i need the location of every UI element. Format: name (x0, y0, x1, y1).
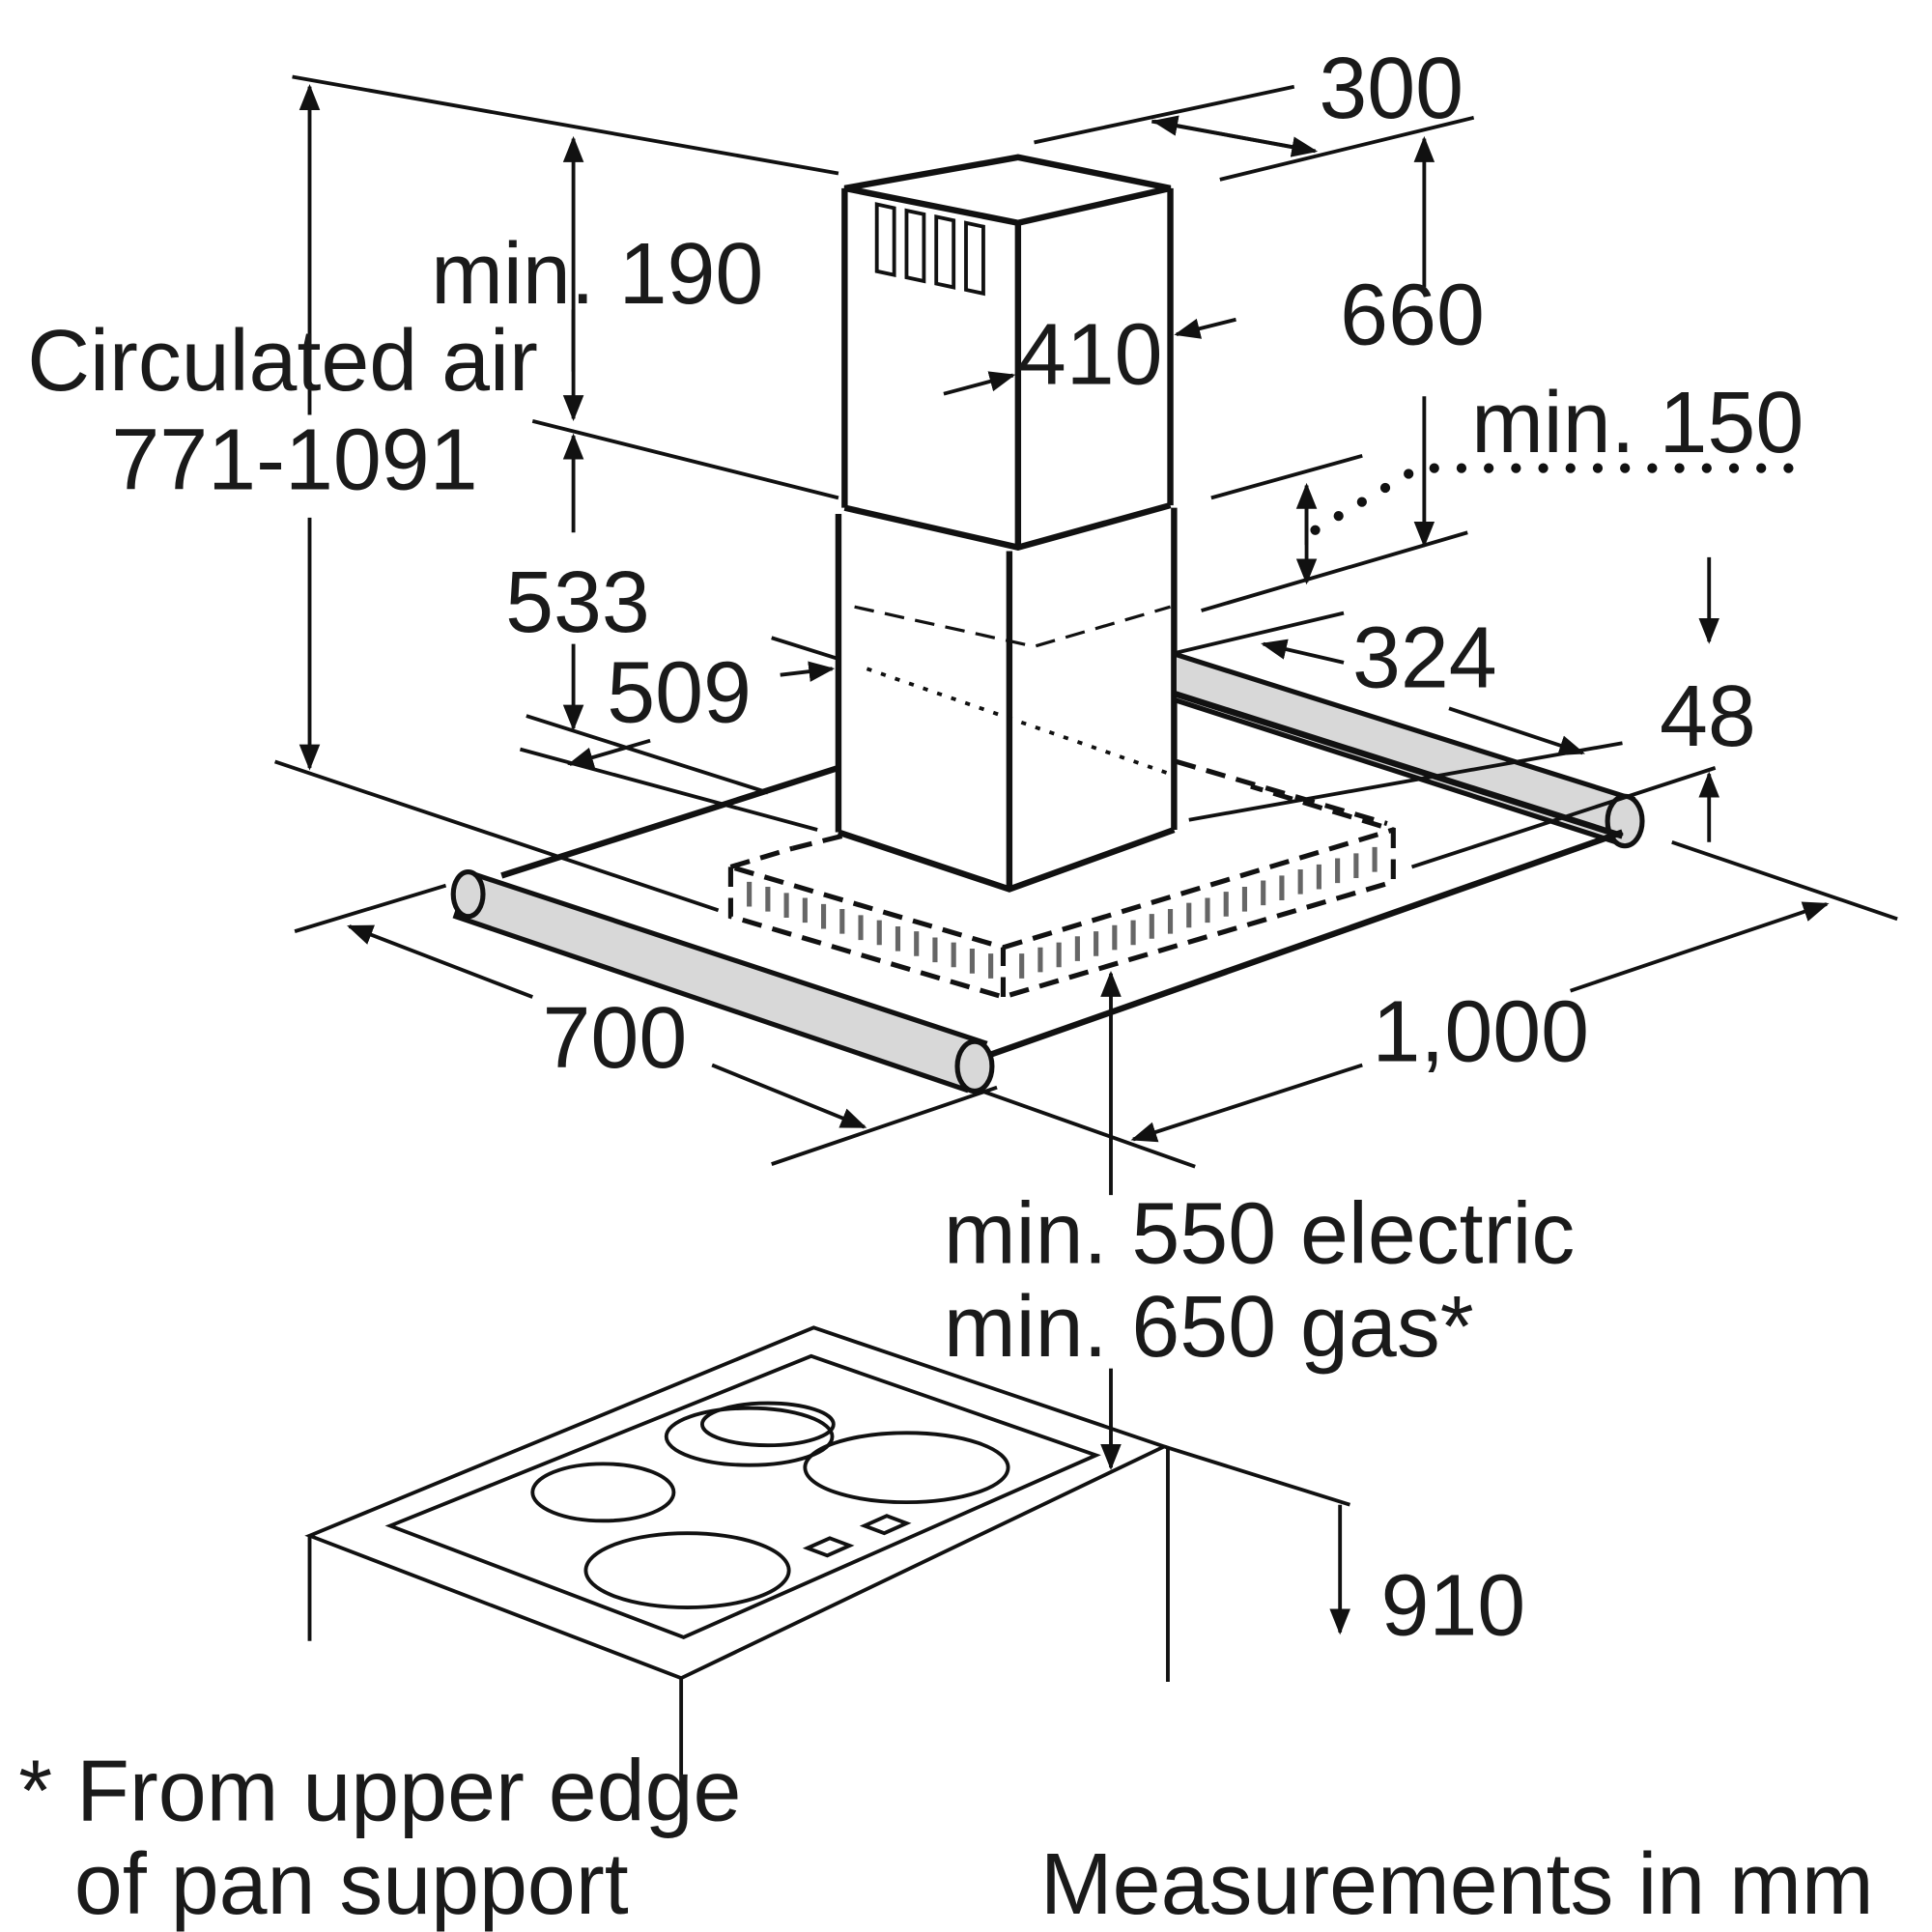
chimney-depth-label: 300 (1319, 41, 1463, 137)
counter-height-label: 910 (1380, 1557, 1525, 1654)
upper-chimney (841, 154, 1174, 551)
min-electric-label: min. 550 electric (944, 1186, 1575, 1283)
circulated-air-range: 771-1091 (111, 412, 477, 508)
chimney-upper-height-label: 660 (1340, 267, 1485, 363)
lower-chimney (835, 507, 1178, 893)
grease-filter (727, 759, 1396, 1000)
min-150-label: min. 150 (1471, 375, 1804, 471)
dim-509-label: 509 (607, 644, 752, 741)
hood-depth-label: 700 (543, 990, 688, 1087)
dimension-lines (274, 74, 1898, 1635)
min-gas-label: min. 650 gas* (944, 1279, 1474, 1376)
cooktop (304, 1325, 1351, 1784)
dim-324-label: 324 (1352, 611, 1497, 707)
circulated-air-label: Circulated air (27, 313, 538, 410)
vent-slots-icon (874, 202, 985, 297)
footnote-line2: of pan support (74, 1836, 629, 1932)
dim-533-label: 533 (505, 554, 650, 651)
units-note: Measurements in mm (1040, 1836, 1874, 1932)
hood-width-label: 1,000 (1373, 984, 1590, 1081)
hood-thickness-label: 48 (1660, 668, 1756, 765)
hood-frame (450, 650, 1645, 1094)
chimney-width-label: 410 (1018, 306, 1163, 403)
footnote-line1: * From upper edge (18, 1744, 741, 1840)
min-190-label: min. 190 (431, 226, 763, 323)
